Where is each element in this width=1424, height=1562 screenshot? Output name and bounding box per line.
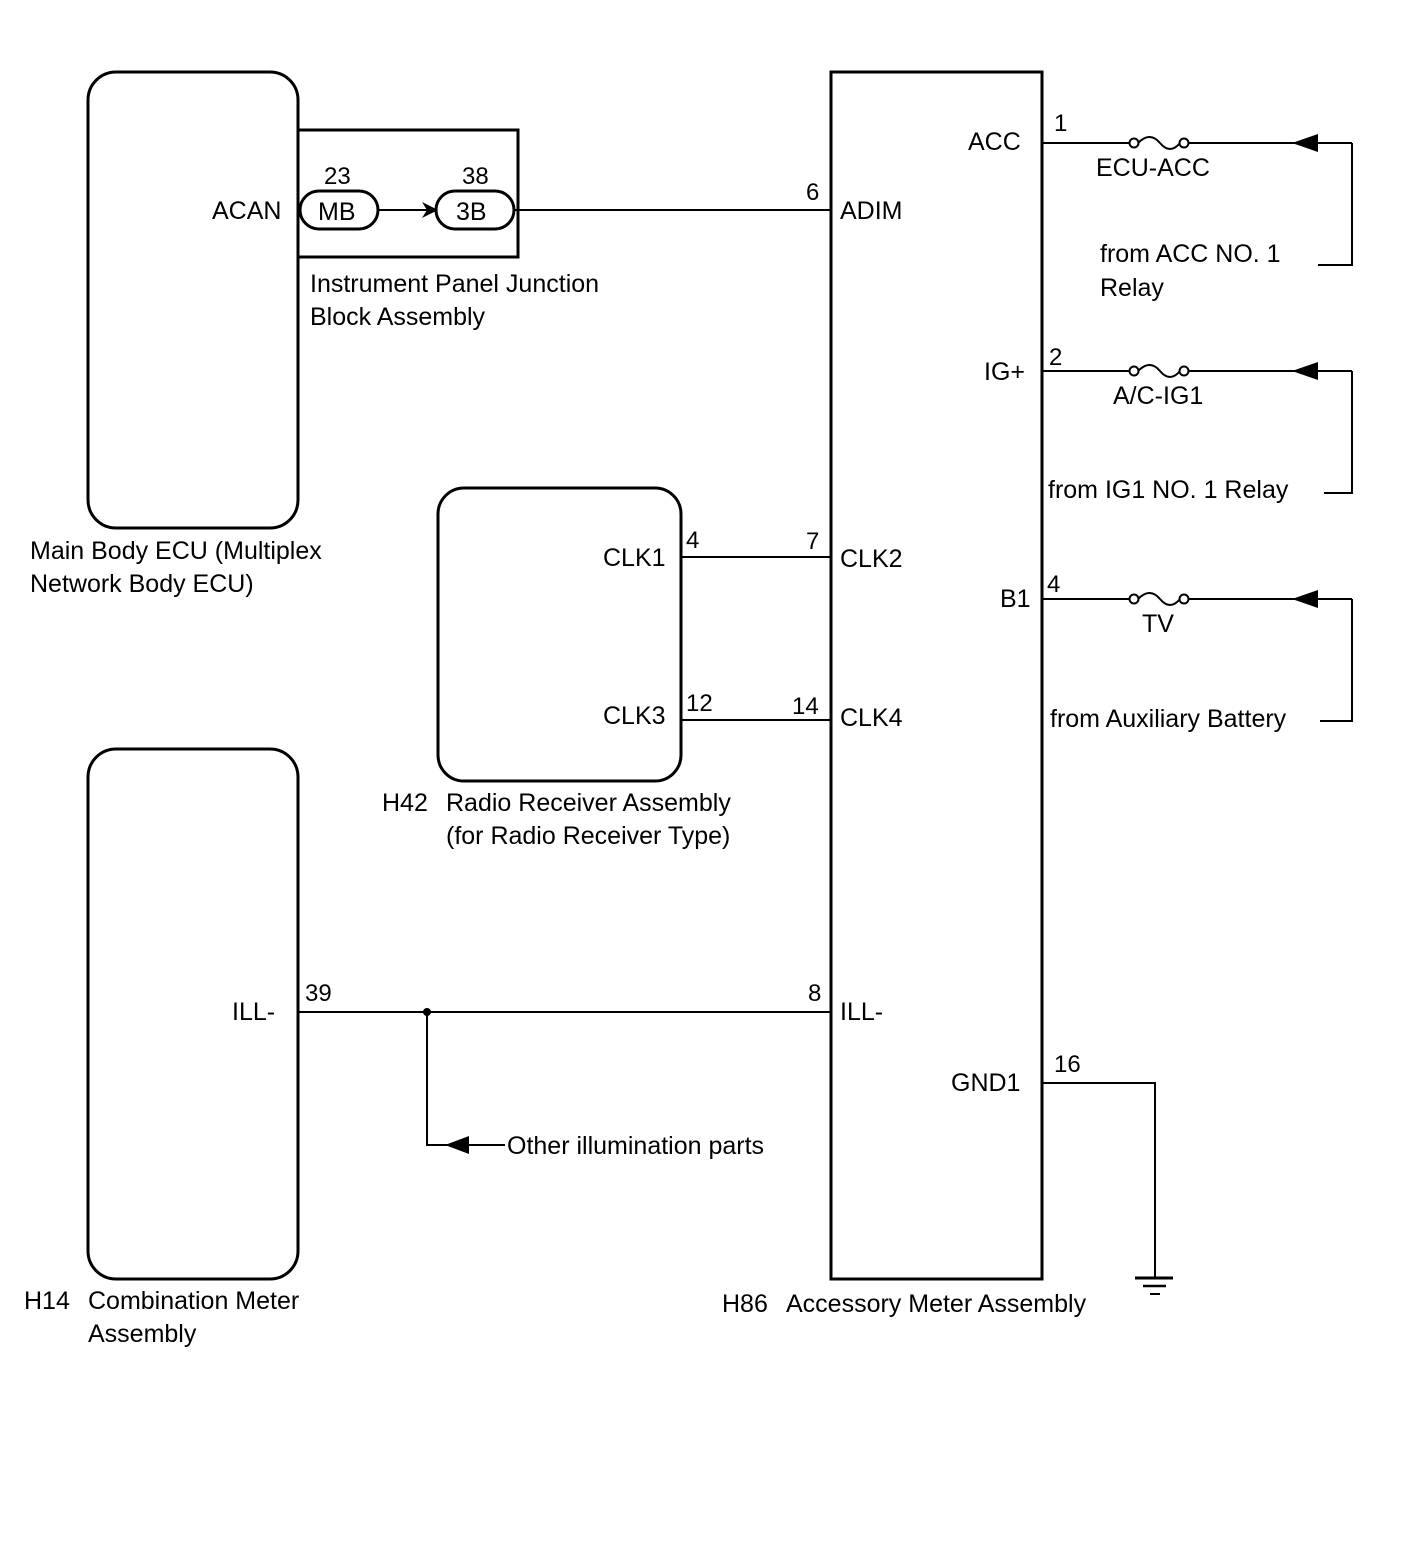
feed-arrow-acc-icon bbox=[1292, 134, 1318, 152]
acc-terminal-ill: ILL- bbox=[840, 998, 883, 1026]
pin-12: 12 bbox=[686, 690, 713, 717]
feed-arrow-ig-icon bbox=[1292, 362, 1318, 380]
accessory-meter-box bbox=[829, 70, 1044, 1281]
source-acc-line2: Relay bbox=[1100, 274, 1164, 302]
acc-terminal-clk4: CLK4 bbox=[840, 704, 903, 732]
acc-terminal-gnd1: GND1 bbox=[951, 1069, 1020, 1097]
fuse-ecu-acc-icon bbox=[1137, 136, 1181, 150]
pin-4-b1: 4 bbox=[1047, 571, 1060, 598]
meter-label-line1: Combination Meter bbox=[88, 1287, 299, 1315]
source-ig1-line1: from IG1 NO. 1 Relay bbox=[1048, 476, 1289, 504]
pin-14: 14 bbox=[792, 693, 819, 720]
pin-16: 16 bbox=[1054, 1051, 1081, 1078]
connector-3b-label: 3B bbox=[456, 198, 487, 226]
fuse-tv-terminal-a bbox=[1128, 593, 1140, 605]
radio-terminal-clk3: CLK3 bbox=[603, 702, 666, 730]
fuse-acig1-label: A/C-IG1 bbox=[1113, 382, 1203, 410]
acc-terminal-acc: ACC bbox=[968, 128, 1021, 156]
wire-illumination-branch bbox=[426, 1012, 505, 1146]
wire-ig-return bbox=[1324, 371, 1353, 494]
ecu-terminal-acan: ACAN bbox=[212, 197, 281, 225]
fuse-tv-icon bbox=[1137, 592, 1181, 606]
feed-arrow-b1-icon bbox=[1292, 590, 1318, 608]
acc-terminal-b1: B1 bbox=[1000, 585, 1031, 613]
connector-mb-label: MB bbox=[318, 198, 356, 226]
fuse-ecu-acc-label: ECU-ACC bbox=[1096, 154, 1210, 182]
pin-39: 39 bbox=[305, 980, 332, 1007]
source-acc-line1: from ACC NO. 1 bbox=[1100, 240, 1281, 268]
radio-receiver-box bbox=[436, 486, 683, 783]
branch-arrow-icon bbox=[445, 1136, 469, 1154]
other-illumination-label: Other illumination parts bbox=[507, 1132, 764, 1160]
fuse-acig1-terminal-a bbox=[1128, 365, 1140, 377]
radio-code: H42 bbox=[382, 789, 428, 817]
radio-label-line1: Radio Receiver Assembly bbox=[446, 789, 731, 817]
pin-7: 7 bbox=[806, 528, 819, 555]
ecu-label-line2: Network Body ECU) bbox=[30, 570, 254, 598]
ecu-label-line1: Main Body ECU (Multiplex bbox=[30, 537, 322, 565]
acc-terminal-clk2: CLK2 bbox=[840, 545, 903, 573]
acc-terminal-ig: IG+ bbox=[984, 358, 1025, 386]
fuse-acig1-icon bbox=[1137, 364, 1181, 378]
wire-b1-return bbox=[1320, 599, 1353, 722]
fuse-acig1-terminal-b bbox=[1178, 365, 1190, 377]
pin-2: 2 bbox=[1049, 344, 1062, 371]
acc-terminal-adim: ADIM bbox=[840, 197, 903, 225]
main-body-ecu-box bbox=[86, 70, 300, 530]
fuse-ecu-acc-terminal-a bbox=[1128, 137, 1140, 149]
fuse-tv-terminal-b bbox=[1178, 593, 1190, 605]
meter-code: H14 bbox=[24, 1287, 70, 1315]
wire-acc-return bbox=[1318, 143, 1353, 266]
acc-meter-label: Accessory Meter Assembly bbox=[786, 1290, 1087, 1318]
fuse-tv-label: TV bbox=[1142, 610, 1174, 638]
radio-label-line2: (for Radio Receiver Type) bbox=[446, 822, 730, 850]
pin-8: 8 bbox=[808, 980, 821, 1007]
fuse-ecu-acc-terminal-b bbox=[1178, 137, 1190, 149]
pin-23: 23 bbox=[324, 163, 351, 190]
acc-meter-code: H86 bbox=[722, 1290, 768, 1318]
source-aux-line1: from Auxiliary Battery bbox=[1050, 705, 1287, 733]
meter-terminal-ill: ILL- bbox=[232, 998, 275, 1026]
radio-terminal-clk1: CLK1 bbox=[603, 544, 666, 572]
junction-label-line2: Block Assembly bbox=[310, 303, 486, 331]
pin-38: 38 bbox=[462, 163, 489, 190]
junction-label-line1: Instrument Panel Junction bbox=[310, 270, 599, 298]
wire-gnd bbox=[1042, 1082, 1156, 1278]
meter-label-line2: Assembly bbox=[88, 1320, 197, 1348]
pin-6: 6 bbox=[806, 179, 819, 206]
junction-arrow-icon bbox=[422, 202, 438, 218]
pin-1: 1 bbox=[1054, 110, 1067, 137]
combination-meter-box bbox=[86, 747, 300, 1281]
junction-block-box bbox=[296, 128, 520, 259]
pin-4-radio: 4 bbox=[686, 527, 699, 554]
